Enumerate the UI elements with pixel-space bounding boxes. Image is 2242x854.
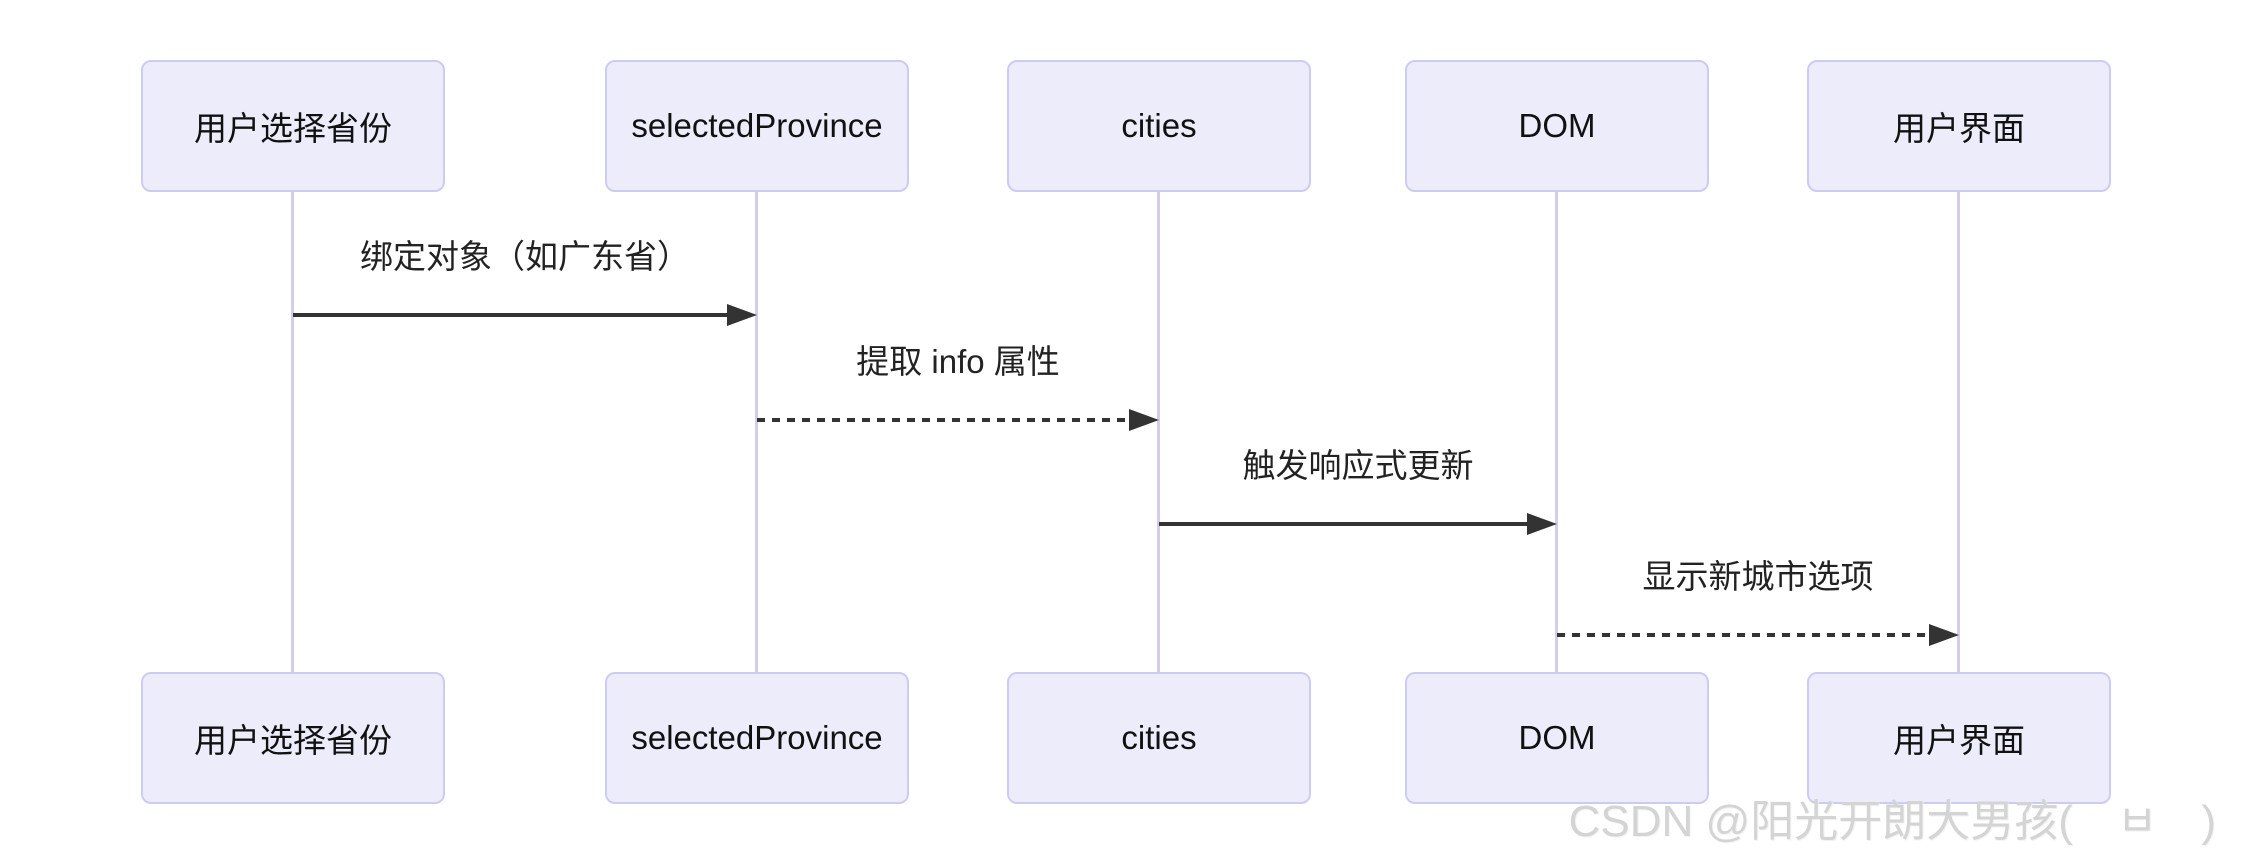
actor-bottom-selected-province: selectedProvince (605, 672, 909, 804)
message-line-2 (757, 418, 1133, 422)
arrowhead-icon (1527, 513, 1557, 535)
lifeline-selected-province (755, 190, 758, 674)
actor-label: DOM (1518, 107, 1596, 144)
actor-label: 用户界面 (1893, 722, 2025, 759)
lifeline-user-select-province (291, 190, 294, 674)
actor-top-user-interface: 用户界面 (1807, 60, 2111, 192)
actor-label: DOM (1518, 719, 1596, 756)
actor-label: 用户界面 (1893, 110, 2025, 147)
arrowhead-icon (727, 304, 757, 326)
lifeline-dom (1555, 190, 1558, 674)
actor-label: 用户选择省份 (194, 722, 392, 759)
message-line-4 (1557, 633, 1933, 637)
actor-bottom-cities: cities (1007, 672, 1311, 804)
csdn-watermark: CSDN @阳光开朗大男孩( ㅂ ) (1568, 797, 2216, 846)
actor-top-cities: cities (1007, 60, 1311, 192)
actor-bottom-user-select-province: 用户选择省份 (141, 672, 445, 804)
arrowhead-icon (1129, 409, 1159, 431)
actor-top-selected-province: selectedProvince (605, 60, 909, 192)
message-line-1 (293, 313, 731, 317)
actor-label: 用户选择省份 (194, 110, 392, 147)
actor-label: selectedProvince (631, 107, 883, 144)
message-label-2: 提取 info 属性 (856, 343, 1060, 380)
actor-top-user-select-province: 用户选择省份 (141, 60, 445, 192)
actor-bottom-dom: DOM (1405, 672, 1709, 804)
actor-label: cities (1121, 107, 1197, 144)
lifeline-cities (1157, 190, 1160, 674)
actor-label: selectedProvince (631, 719, 883, 756)
message-line-3 (1159, 522, 1531, 526)
actor-label: cities (1121, 719, 1197, 756)
lifeline-user-interface (1957, 190, 1960, 674)
actor-top-dom: DOM (1405, 60, 1709, 192)
message-label-4: 显示新城市选项 (1642, 558, 1874, 595)
message-label-3: 触发响应式更新 (1242, 447, 1474, 484)
actor-bottom-user-interface: 用户界面 (1807, 672, 2111, 804)
message-label-1: 绑定对象（如广东省） (360, 238, 690, 275)
arrowhead-icon (1929, 624, 1959, 646)
